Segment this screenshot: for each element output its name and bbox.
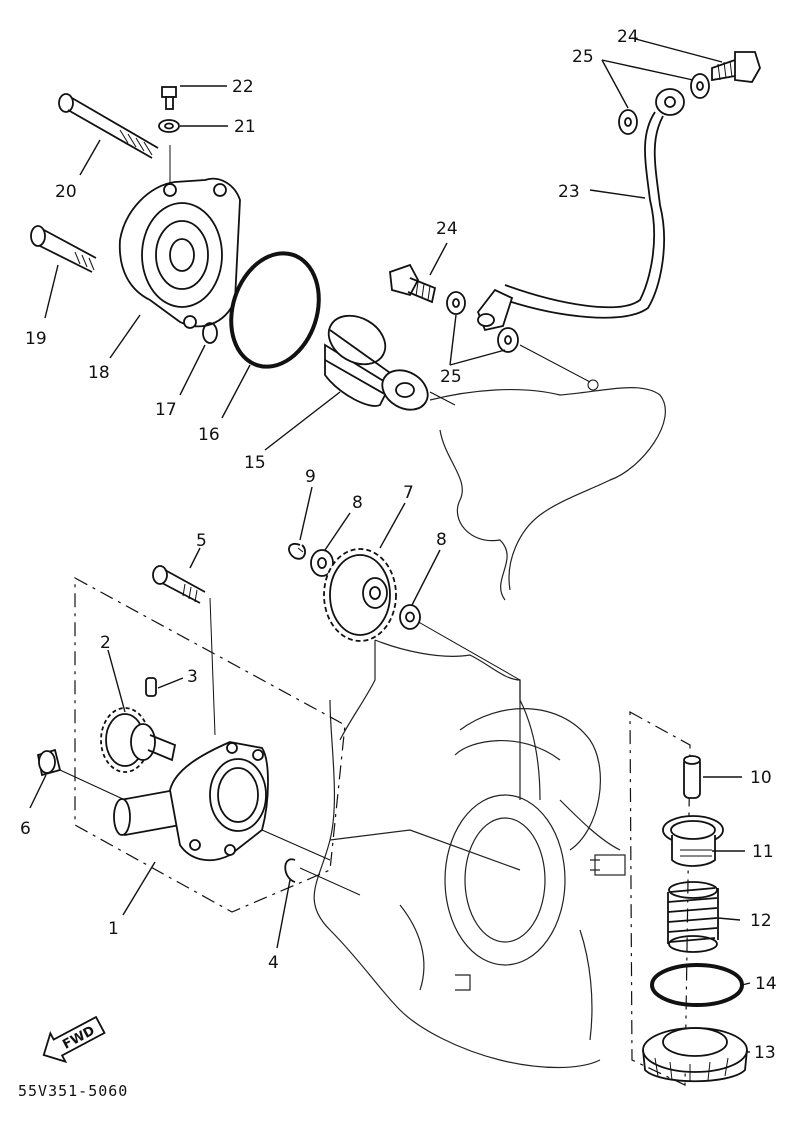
label-3: 3: [187, 667, 198, 687]
label-22: 22: [232, 77, 254, 97]
label-1: 1: [108, 919, 119, 939]
label-24-lower: 24: [436, 219, 458, 239]
washer-21: [158, 119, 180, 133]
washer-8-a: [310, 549, 334, 577]
washer-25-b: [618, 109, 638, 135]
label-5: 5: [196, 531, 207, 551]
part-labels: 22 21 20 19 18 17 16 15 24 25 23 24 25 9…: [20, 27, 777, 1063]
washer-25-a: [690, 73, 710, 99]
bolt-20: [58, 93, 159, 159]
label-8-b: 8: [436, 530, 447, 550]
o-ring-16: [229, 251, 321, 369]
label-16: 16: [198, 425, 220, 445]
spring-12: [667, 881, 719, 953]
union-bolt-24-upper: [711, 51, 761, 83]
bolt-19: [30, 225, 97, 273]
label-7: 7: [403, 483, 414, 503]
label-18: 18: [88, 363, 110, 383]
label-2: 2: [100, 633, 111, 653]
washer-8-b: [399, 604, 421, 630]
label-8-a: 8: [352, 493, 363, 513]
bolt-22: [161, 86, 177, 110]
assembly-group-box: [74, 576, 691, 1086]
label-24-upper: 24: [617, 27, 639, 47]
label-6: 6: [20, 819, 31, 839]
union-bolt-24-lower: [389, 263, 437, 304]
label-19: 19: [25, 329, 47, 349]
forward-direction-arrow: FWD: [42, 1015, 106, 1064]
label-23: 23: [558, 182, 580, 202]
leader-lines: [29, 37, 751, 1053]
gear-7: [323, 548, 397, 642]
o-ring-17: [202, 322, 218, 344]
pump-gear-2: [100, 707, 177, 773]
oil-filter-15: [324, 314, 429, 411]
label-17: 17: [155, 400, 177, 420]
pin-10: [683, 755, 701, 799]
oil-pump-1: [113, 741, 269, 862]
relief-valve-11: [662, 815, 724, 867]
oil-pipe-23: [476, 88, 685, 332]
plug-13: [642, 1027, 748, 1083]
label-20: 20: [55, 182, 77, 202]
label-12: 12: [750, 911, 772, 931]
label-14: 14: [755, 974, 777, 994]
crankcase-outline: [313, 387, 666, 1069]
alignment-lines: [59, 145, 599, 896]
washer-25-c: [446, 291, 466, 315]
filter-cover-18: [118, 177, 241, 329]
washer-25-d: [497, 327, 519, 353]
label-10: 10: [750, 768, 772, 788]
label-4: 4: [268, 953, 279, 973]
diagram-code: 55V351-5060: [18, 1082, 128, 1100]
label-25-lower: 25: [440, 367, 462, 387]
circlip-9: [288, 542, 306, 560]
bolt-5: [152, 565, 206, 604]
label-25-upper: 25: [572, 47, 594, 67]
collar-6: [36, 748, 62, 777]
o-ring-4: [284, 858, 296, 883]
dowel-pin-3: [145, 677, 157, 697]
label-11: 11: [752, 842, 774, 862]
label-21: 21: [234, 117, 256, 137]
label-13: 13: [754, 1043, 776, 1063]
label-9: 9: [305, 467, 316, 487]
o-ring-14: [650, 963, 744, 1007]
label-15: 15: [244, 453, 266, 473]
